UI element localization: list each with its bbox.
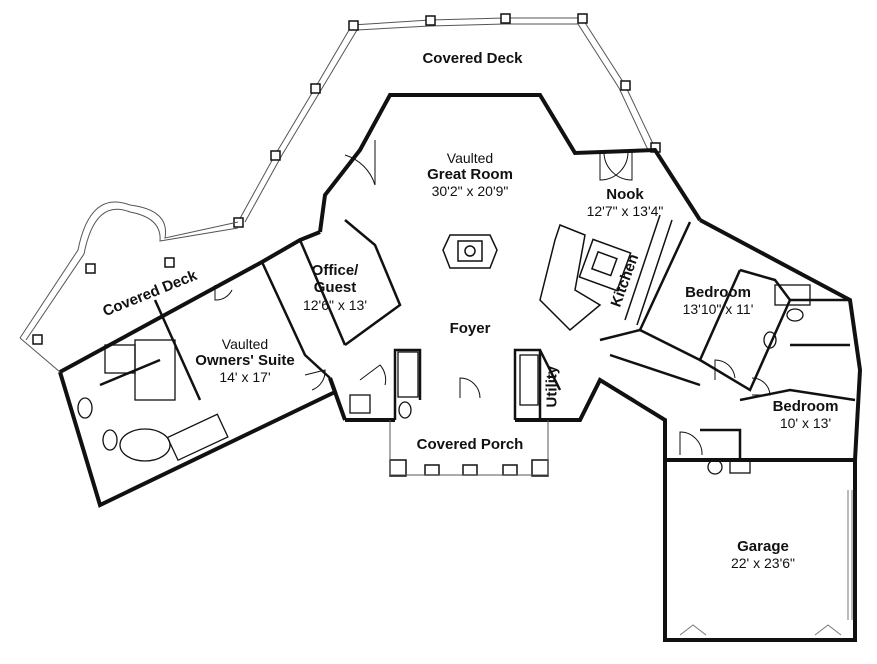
room-prefix: Vaulted bbox=[221, 336, 269, 352]
doors bbox=[214, 140, 771, 456]
label-owners-suite: Vaulted Owners' Suite 14' x 17' bbox=[180, 336, 310, 385]
label-nook: Nook 12'7" x 13'4" bbox=[570, 186, 680, 219]
label-great-room: Vaulted Great Room 30'2" x 20'9" bbox=[400, 150, 540, 199]
room-name: Garage bbox=[737, 538, 789, 555]
room-name: Utility bbox=[543, 365, 561, 408]
covered-deck-left-outline bbox=[19, 201, 239, 373]
porch-posts bbox=[389, 459, 549, 477]
room-name: Owners' Suite bbox=[195, 352, 295, 370]
room-size: 14' x 17' bbox=[219, 369, 271, 386]
room-size: 30'2" x 20'9" bbox=[431, 183, 509, 200]
room-name-line2: Guest bbox=[313, 279, 357, 297]
garage-details bbox=[679, 490, 853, 636]
label-office: Office/ Guest 12'6" x 13' bbox=[290, 262, 380, 313]
label-covered-deck-top: Covered Deck bbox=[400, 50, 545, 67]
label-garage: Garage 22' x 23'6" bbox=[708, 538, 818, 571]
room-name: Great Room bbox=[427, 166, 513, 184]
room-name: Bedroom bbox=[772, 398, 839, 415]
label-covered-porch: Covered Porch bbox=[400, 436, 540, 453]
room-name: Bedroom bbox=[685, 284, 751, 301]
label-utility: Utility bbox=[543, 357, 560, 417]
room-size: 10' x 13' bbox=[779, 415, 832, 432]
label-bedroom-2: Bedroom 10' x 13' bbox=[758, 398, 853, 431]
fireplace-icon bbox=[442, 234, 498, 269]
room-size: 12'7" x 13'4" bbox=[586, 203, 664, 220]
room-name: Nook bbox=[606, 186, 644, 203]
kitchen-counters bbox=[539, 214, 673, 332]
porch-outline bbox=[389, 420, 549, 476]
room-name: Foyer bbox=[449, 320, 491, 337]
deck-posts-top bbox=[233, 13, 661, 228]
room-prefix: Vaulted bbox=[446, 150, 494, 166]
room-size: 13'10" x 11' bbox=[682, 301, 754, 318]
label-bedroom-1: Bedroom 13'10" x 11' bbox=[668, 284, 768, 317]
interior-walls bbox=[99, 219, 856, 460]
label-foyer: Foyer bbox=[430, 320, 510, 337]
room-size: 12'6" x 13' bbox=[302, 296, 368, 313]
exterior-walls bbox=[58, 93, 863, 642]
room-name-line1: Office/ bbox=[311, 262, 359, 279]
deck-posts-left bbox=[32, 257, 175, 345]
room-name: Covered Deck bbox=[422, 50, 523, 67]
room-name: Covered Porch bbox=[416, 436, 524, 453]
bath-fixtures bbox=[77, 284, 811, 475]
room-size: 22' x 23'6" bbox=[730, 555, 796, 572]
